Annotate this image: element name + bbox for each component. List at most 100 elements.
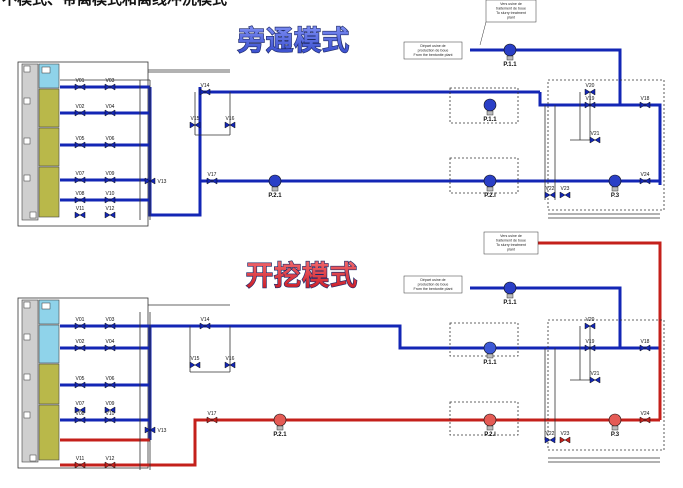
valve: V24 [639,411,651,424]
pump: P.2.1 [273,413,287,438]
valve-label: V01 [76,317,85,323]
valve: V23 [559,431,571,444]
valve: V02 [74,339,86,352]
valve: V13 [144,177,167,185]
valve: V19 [584,339,596,352]
note-line: To slurry treatment [496,243,526,247]
note-line: From the bentonite plant [414,287,453,291]
valve-label: V07 [76,171,85,177]
valve: V17 [206,411,218,424]
valve-label: V15 [191,356,200,362]
valve: V12 [104,456,116,469]
valve: V20 [584,83,596,96]
bypass-mode-diagram: 旁通模式 [17,0,665,227]
pump: P.1.1 [503,281,517,306]
pump-label: P.1.1 [483,117,497,123]
valve-label: V20 [586,83,595,89]
valve: V13 [144,426,167,434]
pump-label: P.2.I [484,432,496,438]
valve-label: V06 [106,376,115,382]
valve-label: V17 [208,411,217,417]
bypass-thin-lines [60,79,665,220]
note-line: To slurry treatment [496,11,526,15]
valve-label: V23 [561,186,570,192]
excavation-mode-diagram: 开挖模式 [17,231,665,470]
valve: V15 [189,356,201,369]
valve-label: V04 [106,339,115,345]
valve-label: V16 [226,356,235,362]
valve: V05 [74,376,86,389]
valve: V06 [104,376,116,389]
valve: V17 [206,172,218,185]
valve-label: V21 [591,371,600,377]
valve-label: V10 [106,191,115,197]
valve-label: V10 [106,411,115,417]
valve-label: V16 [226,116,235,122]
valve: V24 [639,172,651,185]
valve-label: V14 [201,83,210,89]
valve-label: V11 [76,206,85,212]
note-line: production de boue [418,283,449,287]
valve-label: V11 [76,456,85,462]
valve: V09 [104,171,116,184]
pump: P.1.1 [483,341,497,366]
valve-label: V02 [76,104,85,110]
valve: V04 [104,104,116,117]
valve-label: V05 [76,136,85,142]
note-line: Vers usine de [500,2,522,6]
pump-label: P.2.I [484,193,496,199]
header-fragment: 不模式、带离模式和离线冲洗模式 [2,0,227,8]
valve-label: V13 [158,179,167,185]
bypass-mode-title: 旁通模式 [237,25,350,57]
valve-label: V02 [76,339,85,345]
valve: V03 [104,78,116,91]
valve-label: V13 [158,428,167,434]
note-line: Départ usine de [420,44,445,48]
excavation-note-left: Départ usine de production de boue From … [403,275,463,294]
valve: V22 [544,431,556,444]
valve-label: V04 [106,104,115,110]
valve: V16 [224,356,236,369]
valve: V14 [199,83,211,96]
valve: V10 [104,411,116,424]
valve-label: V22 [546,431,555,437]
tank-block [17,297,230,469]
valve-label: V24 [641,411,650,417]
pump-label: P.1.1 [483,360,497,366]
note-line: Départ usine de [420,278,445,282]
valve: V11 [74,206,86,219]
pump: P.3 [608,413,622,438]
pump-label: P.3 [611,193,620,199]
pump-label: P.1.1 [503,300,517,306]
valve-label: V03 [106,317,115,323]
valve: V18 [639,339,651,352]
valve-label: V06 [106,136,115,142]
valve: V05 [74,136,86,149]
valve: V12 [104,206,116,219]
valve: V01 [74,78,86,91]
valve: V07 [74,401,86,414]
note-line: plant [507,16,515,20]
pump: P.2.I [483,174,497,199]
valve-label: V17 [208,172,217,178]
bypass-note-left: Départ usine de production de boue From … [403,41,463,60]
valve-label: V22 [546,186,555,192]
valve: V22 [544,186,556,199]
valve: V15 [189,116,201,129]
valve-label: V24 [641,172,650,178]
valve: V14 [199,317,211,330]
valve-label: V18 [641,96,650,102]
valve-label: V01 [76,78,85,84]
excavation-thin-lines [139,312,665,470]
pump: P.2.I [483,413,497,438]
valve-label: V20 [586,317,595,323]
valve: V10 [104,191,116,204]
pump-label: P.2.1 [273,432,287,438]
valve: V04 [104,339,116,352]
note-line: traitement de boue [496,239,526,243]
valve: V16 [224,116,236,129]
